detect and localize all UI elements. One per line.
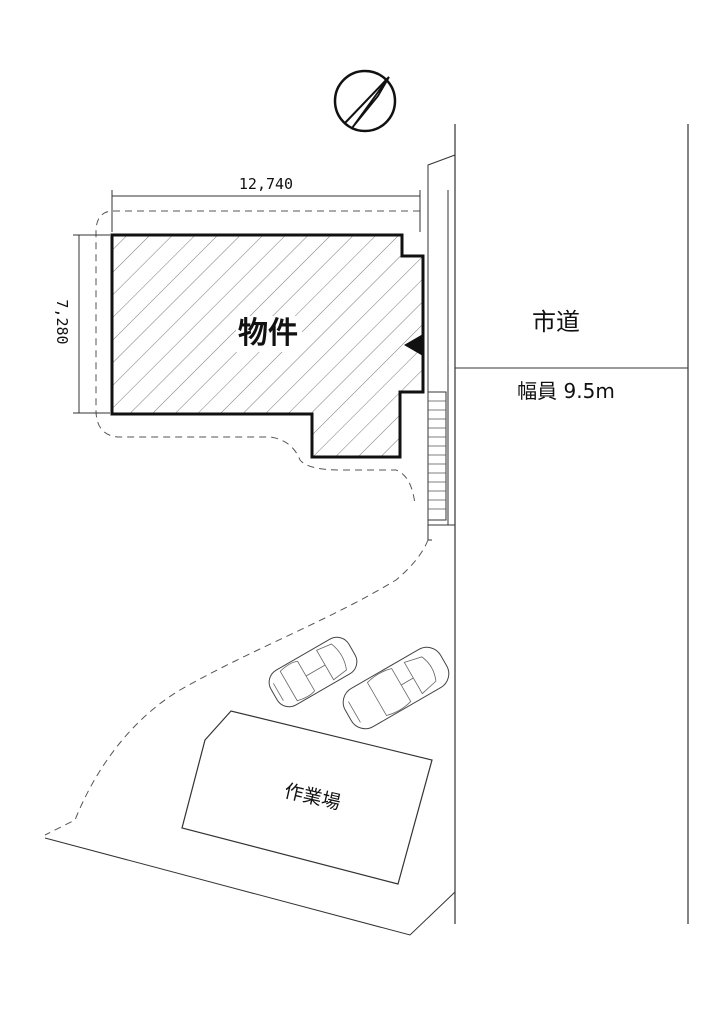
site-boundary — [44, 539, 429, 836]
car-icon — [268, 636, 358, 708]
entrance-triangle-icon — [404, 334, 423, 356]
depth-dimension-label: 7,280 — [53, 299, 71, 344]
dimension-width: 12,740 — [111, 175, 421, 232]
stairs — [427, 391, 447, 521]
eave-outline — [95, 210, 420, 506]
dimension-depth: 7,280 — [53, 234, 110, 414]
width-dimension-label: 12,740 — [239, 175, 293, 193]
car-icon — [342, 646, 450, 730]
road-name: 市道 — [532, 308, 580, 336]
lot-boundary-south — [44, 837, 456, 936]
road-width-label: 幅員 9.5m — [517, 379, 615, 403]
road-edges — [454, 124, 689, 924]
workshop-footprint — [181, 710, 433, 885]
building-label: 物件 — [238, 316, 298, 351]
north-arrow-icon — [333, 69, 397, 133]
building-label-backing — [236, 316, 302, 352]
